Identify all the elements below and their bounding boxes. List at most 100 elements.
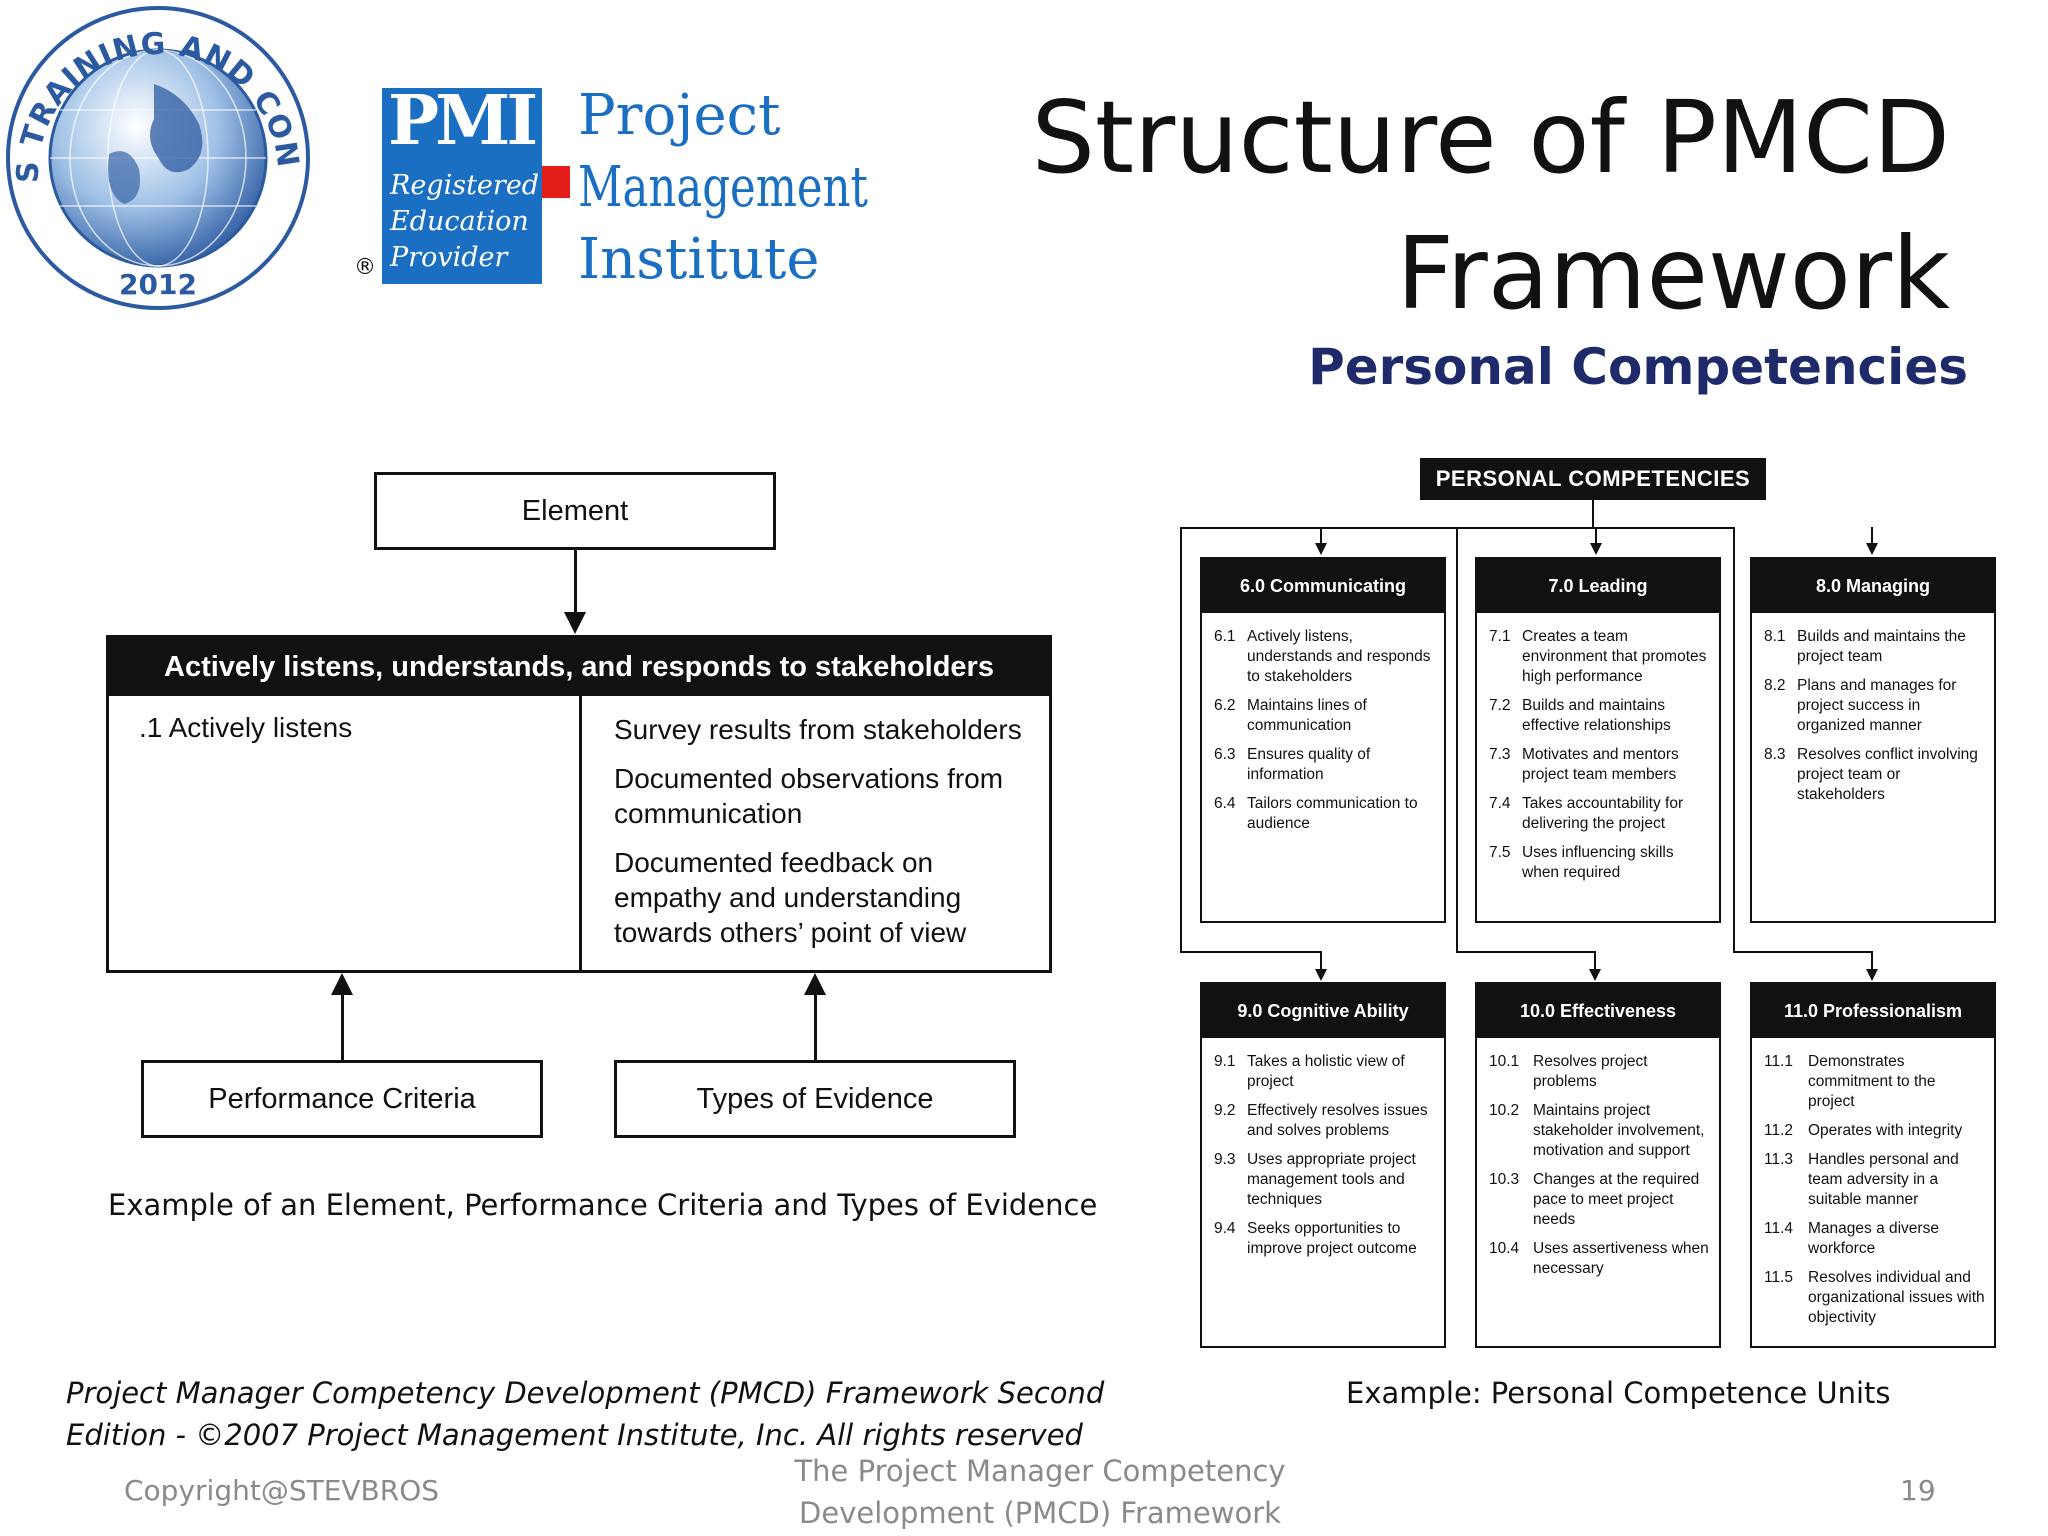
- performance-criteria-label: Performance Criteria: [208, 1082, 476, 1115]
- connector-rail-right-bottom: [1733, 951, 1873, 953]
- footer-copyright: Copyright@STEVBROS: [124, 1474, 440, 1507]
- list-item: 9.4 Seeks opportunities to improve projec…: [1214, 1219, 1436, 1259]
- stevbros-seal-logo: STEVBROS TRAINING AND CONSULTANCY 2012: [4, 4, 310, 310]
- item-number: 10.1: [1489, 1053, 1520, 1070]
- evidence-item: Documented feedback on empathy and under…: [614, 847, 967, 948]
- list-item: 10.4 Uses assertiveness when necessary: [1489, 1239, 1711, 1279]
- element-label: Element: [521, 494, 629, 527]
- item-number: 6.1: [1214, 628, 1236, 645]
- pmi-line-3: Institute: [578, 227, 820, 292]
- connector-rail-left-bottom: [1180, 951, 1322, 953]
- source-line-2: Edition - ©2007 Project Management Insti…: [66, 1418, 1083, 1452]
- item-number: 7.3: [1489, 746, 1511, 763]
- performance-criteria-item: .1 Actively listens: [139, 712, 353, 743]
- page-number: 19: [1900, 1474, 1936, 1507]
- slide-title: Structure of PMCD Framework: [950, 70, 1950, 342]
- item-text: Motivates and mentors project team membe…: [1522, 746, 1679, 783]
- source-citation: Project Manager Competency Development (…: [66, 1372, 1106, 1456]
- rep-line-2: Education: [389, 206, 529, 237]
- arrow-down-icon: [1590, 543, 1602, 555]
- item-number: 7.1: [1489, 628, 1511, 645]
- item-text: Actively listens, understands and respon…: [1247, 628, 1431, 685]
- item-text: Manages a diverse workforce: [1808, 1220, 1939, 1257]
- rep-line-3: Provider: [389, 242, 509, 273]
- column-divider: [579, 696, 582, 970]
- arrow-down-icon: [1866, 969, 1878, 981]
- list-item: 6.1 Actively listens, understands and res…: [1214, 627, 1436, 687]
- item-text: Takes a holistic view of project: [1247, 1053, 1405, 1090]
- evidence-list: Survey results from stakeholders Documen…: [614, 712, 1034, 964]
- arrow-down-icon: [1315, 969, 1327, 981]
- item-number: 6.4: [1214, 795, 1236, 812]
- item-number: 9.4: [1214, 1220, 1236, 1237]
- personal-competencies-title: PERSONAL COMPETENCIES: [1420, 458, 1766, 500]
- item-number: 10.4: [1489, 1240, 1520, 1257]
- item-number: 11.3: [1764, 1151, 1794, 1168]
- list-item: 7.4 Takes accountability for delivering t…: [1489, 794, 1711, 834]
- footer-title: The Project Manager Competency Developme…: [780, 1450, 1300, 1534]
- item-text: Uses appropriate project management tool…: [1247, 1151, 1416, 1208]
- slide-title-line-2: Framework: [1396, 215, 1950, 332]
- item-number: 7.2: [1489, 697, 1511, 714]
- list-item: 7.2 Builds and maintains effective relati…: [1489, 696, 1711, 736]
- item-text: Maintains project stakeholder involvemen…: [1533, 1102, 1705, 1159]
- unit-items: 6.1 Actively listens, understands and res…: [1202, 613, 1444, 834]
- unit-header: 10.0 Effectiveness: [1477, 984, 1719, 1038]
- unit-communicating: 6.0 Communicating 6.1 Actively listens, u…: [1200, 557, 1446, 923]
- connector-performance-main: [341, 992, 344, 1060]
- item-text: Uses assertiveness when necessary: [1533, 1240, 1709, 1277]
- item-text: Operates with integrity: [1808, 1122, 1963, 1139]
- connector-rail-left: [1180, 527, 1182, 953]
- left-diagram-caption: Example of an Element, Performance Crite…: [108, 1188, 1098, 1222]
- item-number: 6.3: [1214, 746, 1236, 763]
- registered-mark: ®: [354, 255, 376, 280]
- element-detail-box: Actively listens, understands, and respo…: [106, 635, 1052, 973]
- item-text: Takes accountability for delivering the …: [1522, 795, 1684, 832]
- item-number: 11.5: [1764, 1269, 1794, 1286]
- arrow-up-icon: [331, 973, 353, 995]
- item-number: 8.2: [1764, 677, 1786, 694]
- unit-header: 9.0 Cognitive Ability: [1202, 984, 1444, 1038]
- arrow-up-icon: [804, 973, 826, 995]
- connector-title-bus: [1592, 500, 1594, 527]
- item-text: Seeks opportunities to improve project o…: [1247, 1220, 1417, 1257]
- rep-line-1: Registered: [389, 170, 539, 201]
- connector-rail-right: [1733, 527, 1735, 953]
- connector-rail-middle: [1456, 527, 1458, 953]
- element-detail-header: Actively listens, understands, and respo…: [109, 638, 1049, 696]
- item-text: Builds and maintains effective relations…: [1522, 697, 1671, 734]
- connector-drop-11: [1871, 951, 1873, 973]
- item-number: 8.3: [1764, 746, 1786, 763]
- item-text: Builds and maintains the project team: [1797, 628, 1966, 665]
- item-text: Handles personal and team adversity in a…: [1808, 1151, 1959, 1208]
- item-text: Demonstrates commitment to the project: [1808, 1053, 1936, 1110]
- item-number: 7.4: [1489, 795, 1511, 812]
- unit-header: 6.0 Communicating: [1202, 559, 1444, 613]
- pmi-mark: PMI: [388, 82, 535, 161]
- footer-title-line-1: The Project Manager Competency: [794, 1454, 1286, 1488]
- arrow-down-icon: [1315, 543, 1327, 555]
- item-text: Changes at the required pace to meet pro…: [1533, 1171, 1700, 1228]
- item-number: 7.5: [1489, 844, 1511, 861]
- item-text: Resolves conflict involving project team…: [1797, 746, 1978, 803]
- item-number: 9.2: [1214, 1102, 1236, 1119]
